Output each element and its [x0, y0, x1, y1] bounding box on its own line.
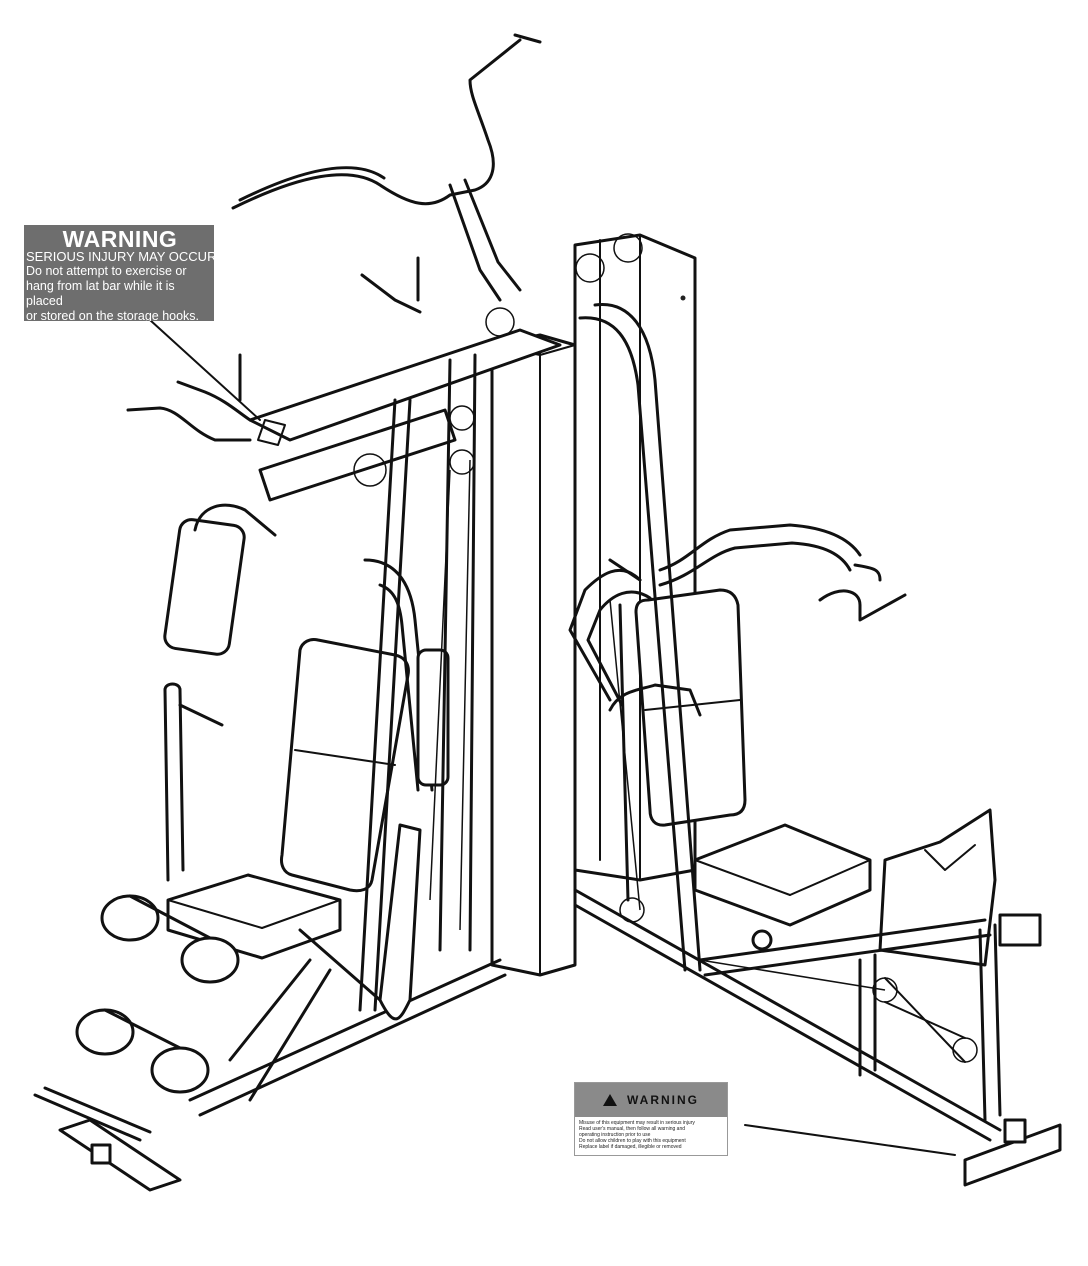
- warning-line: Replace label if damaged, illegible or r…: [579, 1144, 682, 1150]
- warning-line: Misuse of this equipment may result in s…: [579, 1120, 695, 1126]
- main-column: [490, 333, 577, 977]
- warning-header: WARNING: [575, 1083, 727, 1117]
- press-arm-handles: [126, 256, 422, 442]
- warning-title: WARNING: [62, 226, 178, 252]
- right-backrest: [608, 588, 747, 827]
- right-base: [573, 888, 1062, 1187]
- warning-line: Read user's manual, then follow all warn…: [579, 1126, 686, 1132]
- top-beam: [248, 307, 562, 502]
- warning-line: operating instruction prior to use: [579, 1132, 651, 1138]
- warning-triangle-icon: [603, 1094, 617, 1106]
- left-arm-pad: [163, 503, 277, 656]
- right-seat: [693, 823, 872, 951]
- cables: [429, 459, 886, 991]
- right-frame-posts: [578, 302, 702, 972]
- warning-line: Do not allow children to play with this …: [579, 1138, 686, 1144]
- top-warning-leader: [149, 319, 261, 421]
- rear-dip-handle: [163, 682, 224, 882]
- right-press-arm: [568, 523, 907, 707]
- warning-text: Misuse of this equipment may result in s…: [575, 1117, 727, 1150]
- leg-extension-rollers: [75, 894, 240, 1094]
- left-base: [33, 823, 507, 1192]
- warning-subtitle: SERIOUS INJURY MAY OCCUR!: [26, 249, 214, 264]
- base-warning-label: WARNING Misuse of this equipment may res…: [574, 1082, 728, 1156]
- bottom-warning-leader: [744, 1124, 956, 1156]
- warning-title: WARNING: [627, 1093, 699, 1107]
- lat-bar: [231, 33, 542, 302]
- warning-body: Do not attempt to exercise or hang from …: [26, 264, 200, 321]
- lat-bar-warning-label: WARNING SERIOUS INJURY MAY OCCUR! Do not…: [24, 225, 214, 321]
- left-frame-posts: [358, 353, 477, 1012]
